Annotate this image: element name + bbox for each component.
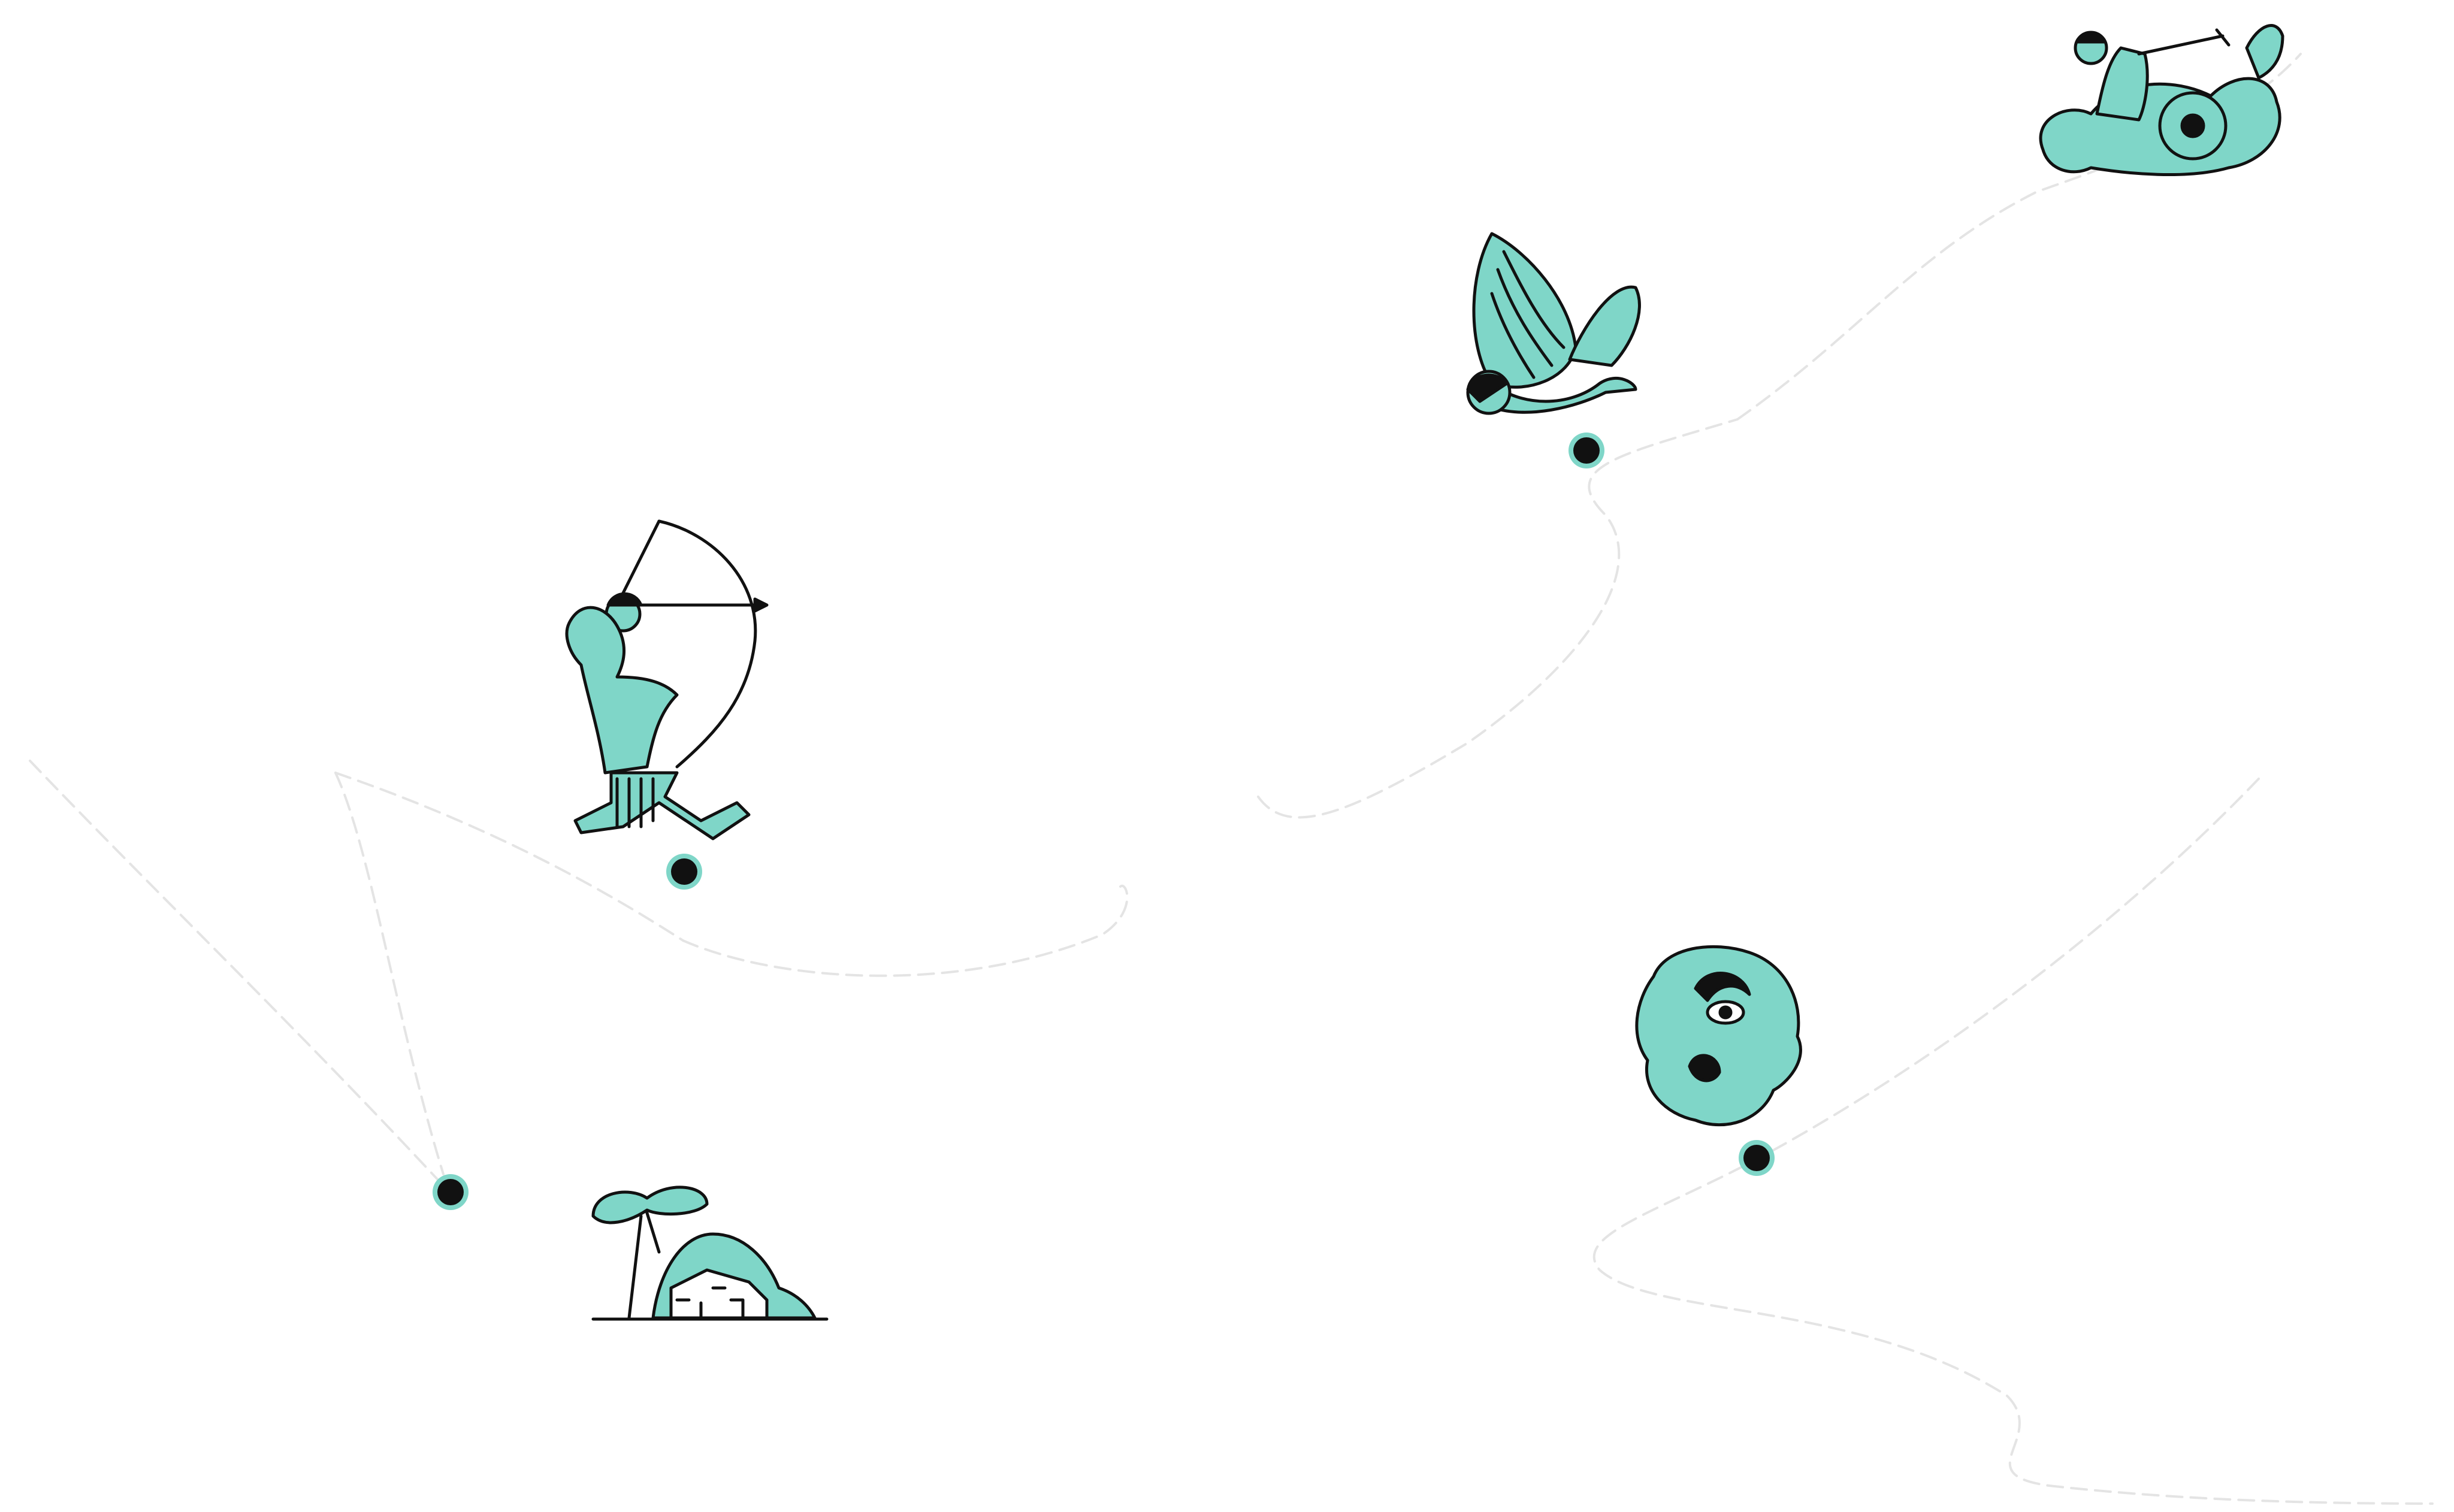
archer-icon (565, 519, 769, 840)
cyclops-head-icon (1635, 945, 1802, 1127)
island-town-icon (591, 1186, 829, 1321)
ithaca-stop-marker[interactable] (433, 1174, 469, 1210)
sea-monster-rider-icon (2039, 24, 2284, 177)
harpy-icon (1466, 232, 1641, 415)
harpy-stop-marker[interactable] (1568, 433, 1604, 468)
archer-stop-marker[interactable] (666, 854, 702, 890)
route-path (334, 772, 445, 1175)
cyclops-stop-marker[interactable] (1739, 1140, 1775, 1176)
route-path (1592, 778, 2434, 1505)
route-path (1257, 418, 1739, 819)
route-path (29, 760, 451, 1193)
route-path (682, 884, 1129, 977)
route-paths (29, 53, 2434, 1505)
route-path (334, 772, 684, 942)
